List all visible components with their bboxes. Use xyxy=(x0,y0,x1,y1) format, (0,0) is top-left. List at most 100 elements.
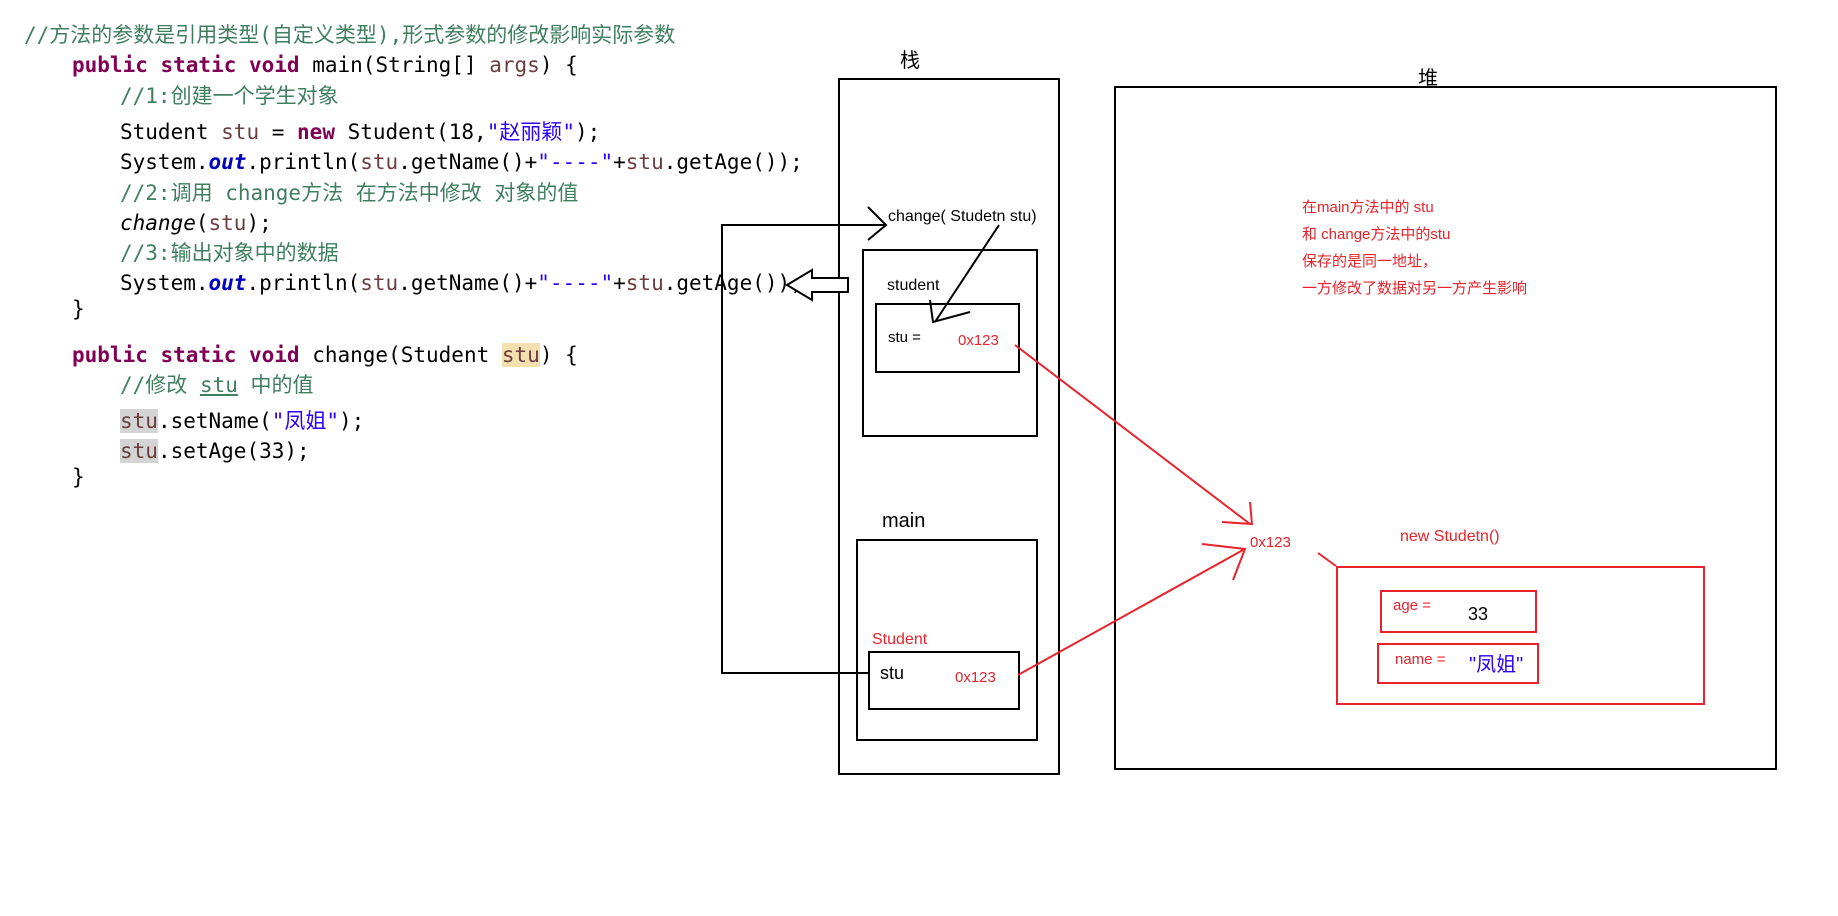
paren-open: ( xyxy=(195,211,209,235)
op-plus: + xyxy=(613,150,626,174)
var-stu: stu xyxy=(360,150,399,174)
str-sep: "----" xyxy=(537,271,614,295)
comment-post: 中的值 xyxy=(237,373,314,397)
code-print-2: System.out.println(stu.getName()+"----"+… xyxy=(120,268,803,298)
code-call-change: change(stu); xyxy=(120,208,272,238)
println: .println( xyxy=(246,150,361,174)
explanation-note: 在main方法中的 stu 和 change方法中的stu 保存的是同一地址， … xyxy=(1302,194,1527,302)
code-main-signature: public static void main(String[] args) { xyxy=(72,50,578,80)
code-comment-top: //方法的参数是引用类型(自定义类型),形式参数的修改影响实际参数 xyxy=(24,23,676,47)
kw-new: new xyxy=(297,120,335,144)
change-name: change(Student xyxy=(299,343,502,367)
str-value: "凤姐" xyxy=(271,409,340,433)
ref-arrow-change-head xyxy=(1221,501,1254,526)
var-stu: stu xyxy=(208,211,247,235)
stack-region xyxy=(838,78,1060,775)
var-stu: stu xyxy=(625,271,664,295)
comment-var: stu xyxy=(199,373,238,397)
main-var-label: stu xyxy=(880,663,905,683)
code-close-main: } xyxy=(72,297,85,321)
main-stu-slot xyxy=(868,651,1020,710)
main-frame-label: main xyxy=(882,510,926,532)
main-brace: ) { xyxy=(539,53,578,77)
kw-public-static-void: public static void xyxy=(72,343,300,367)
code-create-student: Student stu = new Student(18,"赵丽颖"); xyxy=(120,117,600,147)
stmt-end: ); xyxy=(339,409,365,433)
code-close-change: } xyxy=(72,465,85,489)
op-eq: = xyxy=(259,120,298,144)
sys: System. xyxy=(120,150,209,174)
main-args: args xyxy=(489,53,540,77)
paren-close: ); xyxy=(246,211,272,235)
ref-arrow-main-head xyxy=(1201,543,1247,581)
age-field-box xyxy=(1380,590,1537,633)
code-print-1: System.out.println(stu.getName()+"----"+… xyxy=(120,147,803,177)
get-age: .getAge()); xyxy=(663,271,803,295)
change-frame-label: change( Studetn stu) xyxy=(888,208,1037,225)
code-comment-3: //3:输出对象中的数据 xyxy=(120,241,339,265)
var-stu: stu xyxy=(625,150,664,174)
call-arrowhead xyxy=(867,206,888,241)
change-var-label: stu = xyxy=(888,329,921,346)
field-out: out xyxy=(208,271,247,295)
set-name-call: .setName( xyxy=(157,409,272,433)
main-name: main(String[] xyxy=(312,53,490,77)
sys: System. xyxy=(120,271,209,295)
ctor-call: Student(18, xyxy=(334,120,487,144)
note-line-3: 保存的是同一地址， xyxy=(1302,253,1438,270)
comment-pre: //修改 xyxy=(120,373,200,397)
kw-public-static-void: public static void xyxy=(72,53,300,77)
heap-title: 堆 xyxy=(1418,68,1438,90)
name-field-value: "凤姐" xyxy=(1469,654,1524,676)
change-brace: ) { xyxy=(539,343,578,367)
var-stu: stu xyxy=(120,439,158,463)
set-age-call: .setAge(33); xyxy=(157,439,310,463)
var-stu: stu xyxy=(120,409,158,433)
change-type-label: student xyxy=(887,277,940,294)
code-change-signature: public static void change(Student stu) { xyxy=(72,340,578,370)
stmt-end: ); xyxy=(574,120,601,144)
name-field-box xyxy=(1377,643,1539,684)
age-field-value: 33 xyxy=(1468,604,1489,624)
code-comment-4: //修改 stu 中的值 xyxy=(120,370,314,400)
new-object-label: new Studetn() xyxy=(1400,528,1500,545)
ref-arrow-main xyxy=(1017,549,1244,676)
println: .println( xyxy=(246,271,361,295)
get-age: .getAge()); xyxy=(663,150,803,174)
var-stu: stu xyxy=(360,271,399,295)
student-object xyxy=(1336,566,1705,705)
note-line-2: 和 change方法中的stu xyxy=(1302,226,1451,243)
str-sep: "----" xyxy=(537,150,614,174)
object-tick xyxy=(1317,552,1337,567)
main-frame xyxy=(856,539,1038,741)
heap-addr-label: 0x123 xyxy=(1250,534,1291,551)
get-name: .getName()+ xyxy=(398,150,538,174)
change-frame xyxy=(862,249,1038,437)
var-stu: stu xyxy=(221,120,260,144)
code-comment-1: //1:创建一个学生对象 xyxy=(120,84,339,108)
method-change: change xyxy=(120,211,196,235)
change-addr-label: 0x123 xyxy=(958,332,999,349)
main-addr-label: 0x123 xyxy=(955,669,996,686)
note-line-1: 在main方法中的 stu xyxy=(1302,199,1434,216)
age-field-label: age = xyxy=(1393,597,1431,614)
field-out: out xyxy=(208,150,247,174)
get-name: .getName()+ xyxy=(398,271,538,295)
name-field-label: name = xyxy=(1395,651,1446,668)
main-type-label: Student xyxy=(872,631,928,648)
op-plus: + xyxy=(613,271,626,295)
code-set-name: stu.setName("凤姐"); xyxy=(120,406,364,436)
heap-region xyxy=(1114,86,1777,770)
call-arrow xyxy=(721,224,885,674)
param-pointer-head xyxy=(929,299,971,324)
type-student: Student xyxy=(120,120,222,144)
return-arrow xyxy=(785,268,849,302)
code-set-age: stu.setAge(33); xyxy=(120,436,310,466)
str-name: "赵丽颖" xyxy=(486,120,575,144)
code-comment-2: //2:调用 change方法 在方法中修改 对象的值 xyxy=(120,181,579,205)
param-stu: stu xyxy=(501,343,540,367)
param-pointer xyxy=(934,224,1000,323)
ref-arrow-change xyxy=(1014,344,1251,525)
